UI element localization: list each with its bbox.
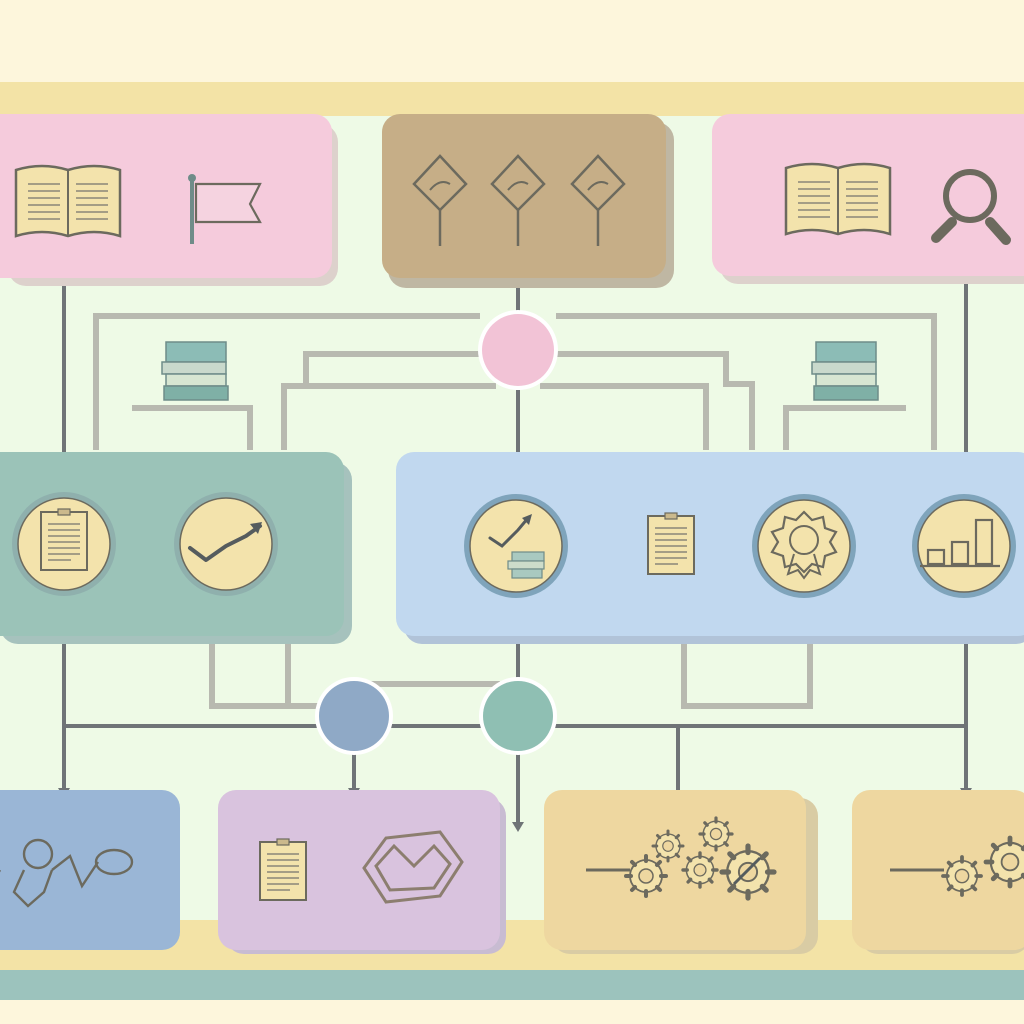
pink-hub (482, 314, 554, 386)
bar-chart-icon (920, 518, 1000, 568)
book-stack-icon (786, 341, 906, 411)
gears-icon (890, 838, 1024, 897)
open-book-icon (14, 164, 122, 238)
bottom-strip (0, 970, 1024, 1000)
book-stack-icon (488, 514, 545, 579)
node-top-left (0, 114, 338, 286)
award-badge-icon-circle (752, 494, 856, 598)
book-stack-icon (132, 341, 250, 411)
people-network-icon (0, 838, 134, 908)
document-icon (40, 508, 88, 571)
node-bottom-3 (544, 790, 818, 954)
node-bottom-4 (852, 790, 1024, 954)
blue-hub (319, 681, 389, 751)
node-middle-right (396, 452, 1024, 644)
hexagon-icon (362, 830, 464, 904)
award-badge-icon (770, 510, 838, 580)
document-icon (259, 838, 307, 901)
node-bottom-1 (0, 790, 180, 950)
top-band (0, 82, 1024, 116)
node-bottom-2 (218, 790, 506, 954)
bar-chart-icon-circle (912, 494, 1016, 598)
document-icon-circle (12, 492, 116, 596)
top-margin (0, 0, 1024, 82)
trend-arrow-icon (188, 522, 262, 562)
node-top-right (712, 114, 1024, 284)
open-book-icon (784, 162, 892, 236)
node-middle-left (0, 452, 352, 644)
flag-icon (188, 174, 262, 244)
bottom-margin (0, 1000, 1024, 1024)
secondary-connectors (93, 313, 937, 709)
trend-arrow-icon-circle (174, 492, 278, 596)
gears-icon (586, 816, 774, 898)
book-stack-icon-circle (464, 494, 568, 598)
document-icon (647, 512, 695, 575)
node-top-center (382, 114, 674, 288)
magnifier-icon (931, 169, 1011, 245)
teal-hub (483, 681, 553, 751)
